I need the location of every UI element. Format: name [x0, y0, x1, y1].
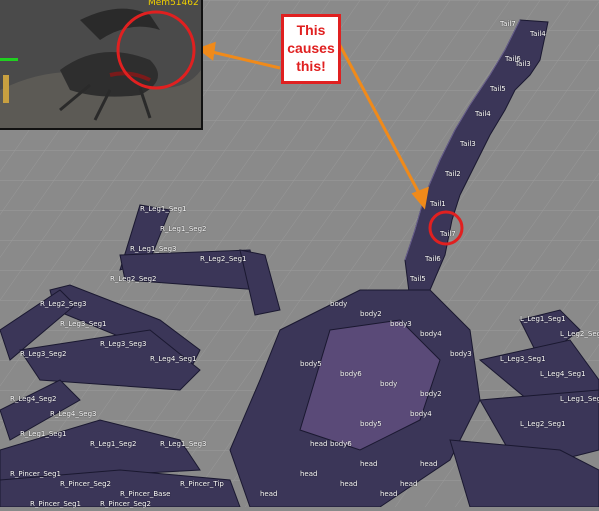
scorpion-right-legs [0, 204, 281, 508]
joint-label-rleg: R_Leg1_Seg3 [160, 440, 207, 448]
joint-label-head: head [400, 480, 418, 488]
joint-label-tail: Tail5 [410, 275, 426, 283]
scorpion-tail [404, 19, 549, 301]
highlight-circle-scene [428, 210, 464, 246]
joint-label-rleg: R_Leg1_Seg1 [140, 205, 187, 213]
joint-label-body: body [380, 380, 398, 388]
joint-label-rleg: R_Leg4_Seg3 [50, 410, 97, 418]
joint-label-pincer: R_Pincer_Seg2 [60, 480, 111, 488]
joint-label-rleg: R_Leg1_Seg2 [160, 225, 207, 233]
joint-label-rleg: R_Leg3_Seg3 [100, 340, 147, 348]
joint-label-pincer: R_Pincer_Seg1 [10, 470, 61, 478]
joint-label-head: head [340, 480, 358, 488]
joint-label-rleg: R_Leg1_Seg2 [90, 440, 137, 448]
callout-line-2: causes [287, 40, 335, 56]
scorpion-body [229, 289, 481, 508]
joint-label-lleg: L_Leg2_Seg1 [520, 420, 566, 428]
joint-label-rleg: R_Leg3_Seg2 [20, 350, 67, 358]
joint-label-rleg: R_Leg1_Seg3 [130, 245, 177, 253]
joint-label-body: body6 [330, 440, 352, 448]
joint-label-rleg: R_Leg3_Seg1 [60, 320, 107, 328]
joint-label-rleg: R_Leg1_Seg1 [20, 430, 67, 438]
joint-label-head: head [360, 460, 378, 468]
joint-label-body: body3 [390, 320, 412, 328]
joint-label-pincer: R_Pincer_Base [120, 490, 171, 498]
joint-label-body: body [330, 300, 348, 308]
joint-label-lleg: L_Leg1_Seg1 [560, 395, 599, 403]
joint-label-pincer: R_Pincer_Tip [180, 480, 224, 488]
joint-label-head: head [420, 460, 438, 468]
annotation-callout: This causes this! [281, 14, 341, 84]
joint-label-head: head [310, 440, 328, 448]
joint-label-body: body3 [450, 350, 472, 358]
joint-label-tail: Tail3 [460, 140, 476, 148]
joint-label-lleg: L_Leg4_Seg1 [540, 370, 586, 378]
joint-label-rleg: R_Leg2_Seg3 [40, 300, 87, 308]
joint-label-body: body2 [420, 390, 442, 398]
joint-label-tail: Tail6 [505, 55, 521, 63]
joint-label-tail: Tail7 [440, 230, 456, 238]
joint-label-body: body6 [340, 370, 362, 378]
joint-label-tail: Tail6 [425, 255, 441, 263]
joint-label-lleg: L_Leg2_Seg1 [560, 330, 599, 338]
joint-label-body: body5 [300, 360, 322, 368]
joint-label-rleg: R_Leg4_Seg1 [150, 355, 197, 363]
joint-label-pincer: R_Pincer_Seg1 [30, 500, 81, 508]
joint-label-tail: Tail4 [530, 30, 546, 38]
joint-label-lleg: L_Leg1_Seg1 [520, 315, 566, 323]
joint-label-head: head [380, 490, 398, 498]
joint-label-tail: Tail1 [430, 200, 446, 208]
callout-line-3: this! [296, 58, 326, 74]
memory-readout: Mem51462 [148, 0, 199, 8]
preview-image [0, 0, 201, 128]
joint-label-rleg: R_Leg4_Seg2 [10, 395, 57, 403]
joint-label-head: head [260, 490, 278, 498]
joint-label-body: body5 [360, 420, 382, 428]
scorpion-left-legs [449, 309, 599, 508]
joint-label-tail: Tail7 [500, 20, 516, 28]
joint-label-rleg: R_Leg2_Seg1 [200, 255, 247, 263]
in-game-preview: Mem51462 [0, 0, 203, 130]
callout-line-1: This [296, 22, 326, 38]
annotation-arrows [196, 37, 429, 210]
joint-label-tail: Tail4 [475, 110, 491, 118]
highlight-circle-preview [116, 10, 196, 90]
joint-label-head: head [300, 470, 318, 478]
joint-label-pincer: R_Pincer_Seg2 [100, 500, 151, 508]
joint-label-body: body4 [420, 330, 442, 338]
joint-label-rleg: R_Leg2_Seg2 [110, 275, 157, 283]
joint-label-body: body4 [410, 410, 432, 418]
joint-label-lleg: L_Leg3_Seg1 [500, 355, 546, 363]
joint-label-tail: Tail2 [445, 170, 461, 178]
joint-label-tail: Tail3 [515, 60, 531, 68]
joint-label-tail: Tail5 [490, 85, 506, 93]
joint-label-body: body2 [360, 310, 382, 318]
